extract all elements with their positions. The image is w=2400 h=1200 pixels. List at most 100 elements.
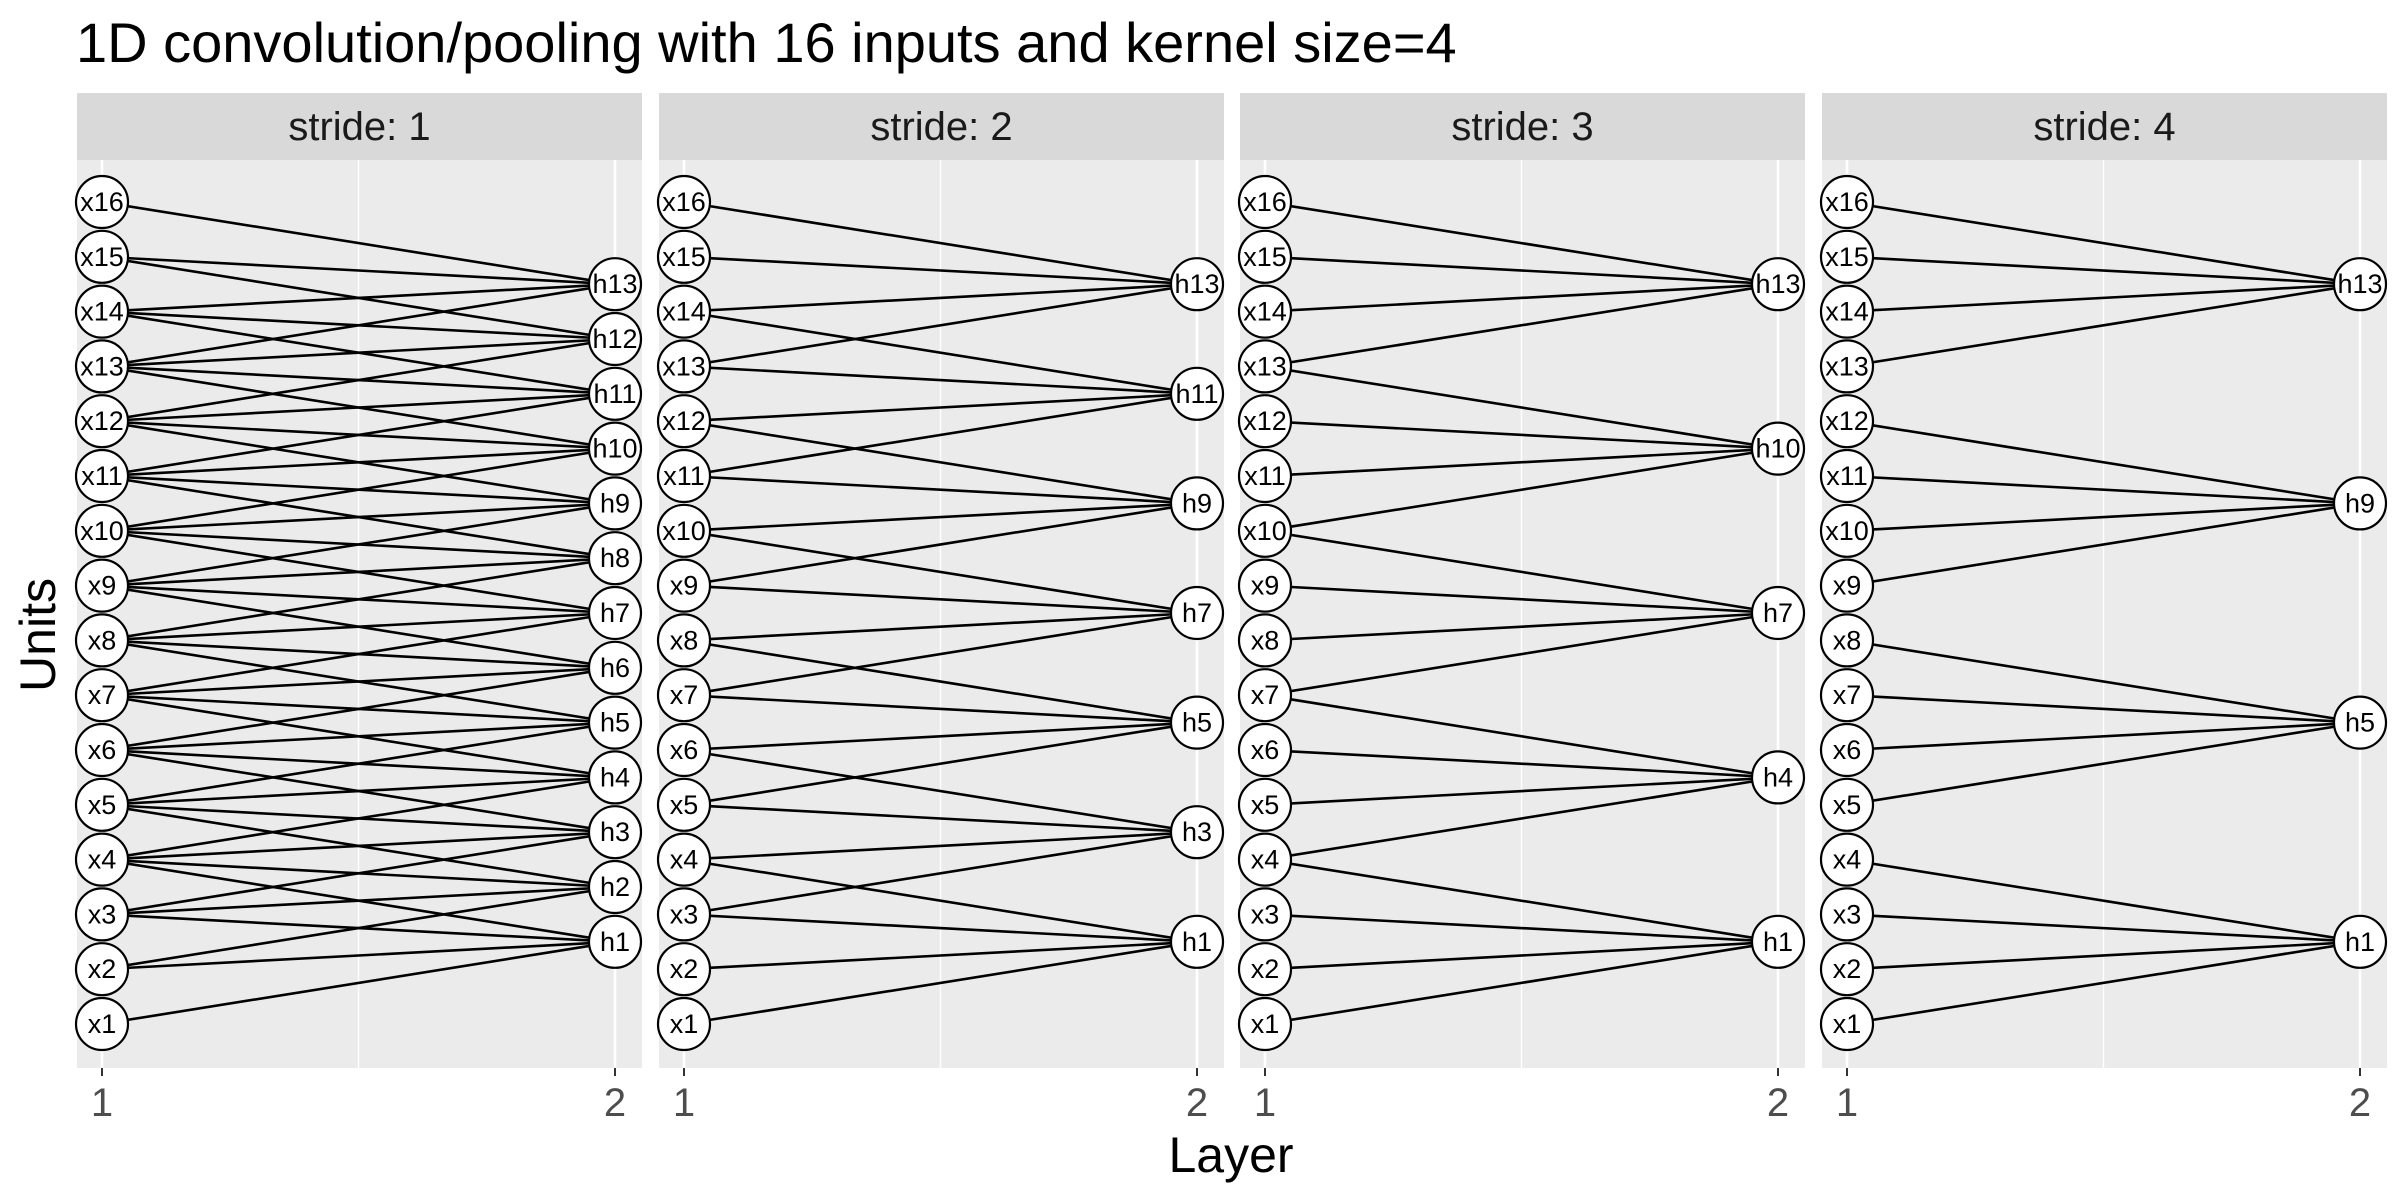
input-node-label: x3 (1251, 899, 1280, 929)
input-node (1237, 613, 1293, 668)
figure-title: 1D convolution/pooling with 16 inputs an… (76, 11, 1457, 74)
output-node (587, 421, 643, 476)
output-node-label: h11 (593, 379, 636, 409)
output-node (2332, 476, 2388, 531)
connection-edge (1846, 639, 2361, 724)
input-node-label: x6 (1833, 735, 1862, 765)
input-node (74, 777, 130, 832)
connection-edge (683, 639, 1198, 724)
input-node-label: x13 (1825, 351, 1869, 381)
input-node (74, 229, 130, 284)
input-node (74, 558, 130, 613)
connection-edge (1264, 365, 1779, 450)
input-node (1819, 613, 1875, 668)
output-node (587, 585, 643, 641)
output-node-label: h7 (1763, 598, 1793, 628)
connection-edge (683, 830, 1198, 916)
input-node-label: x4 (1833, 845, 1862, 875)
output-node (1750, 257, 1806, 312)
input-node-label: x7 (1833, 680, 1862, 710)
input-node (1819, 668, 1875, 723)
connection-edge (683, 858, 1198, 944)
connection-edge (683, 803, 1198, 834)
x-tick-label: 1 (1836, 1081, 1858, 1125)
input-node-label: x3 (670, 899, 699, 929)
input-node-label: x12 (1825, 406, 1869, 436)
input-node (1237, 722, 1293, 778)
connection-edge (1264, 447, 1779, 478)
output-node-label: h2 (600, 872, 630, 902)
facet-strip-label: stride: 2 (870, 105, 1012, 149)
connection-edge (683, 200, 1198, 286)
input-node-label: x13 (80, 351, 124, 381)
connection-edge (1846, 200, 2361, 286)
input-node (1237, 448, 1293, 504)
connection-edge (683, 611, 1198, 697)
input-node (74, 448, 130, 504)
connection-edge (1264, 776, 1779, 861)
input-node-label: x15 (80, 242, 124, 272)
output-node (1169, 695, 1225, 750)
input-node-label: x3 (88, 899, 117, 929)
output-node-label: h13 (1174, 269, 1219, 299)
output-node (587, 695, 643, 750)
input-node-label: x5 (1833, 790, 1862, 820)
input-node (656, 613, 712, 668)
input-node (1237, 503, 1293, 558)
connection-edge (683, 913, 1198, 944)
output-node-label: h4 (600, 762, 630, 792)
input-node-label: x15 (1243, 242, 1287, 272)
connection-edge (683, 310, 1198, 396)
x-axis-title: Layer (1168, 1127, 1293, 1183)
connection-edge (1264, 940, 1779, 1026)
connection-edge (1264, 858, 1779, 944)
x-tick-label: 2 (604, 1081, 626, 1125)
connection-edge (1846, 940, 2361, 971)
connection-edge (101, 721, 616, 752)
connection-edge (1846, 858, 2361, 944)
output-node (1169, 476, 1225, 531)
connection-edge (101, 611, 616, 642)
output-node-label: h7 (600, 598, 630, 628)
facet-panel: stride: 3x1x2x3x4x5x6x7x8x9x10x11x12x13x… (1237, 93, 1806, 1125)
input-node (1237, 229, 1293, 284)
output-node (587, 805, 643, 860)
connection-edge (101, 830, 616, 861)
input-node-label: x8 (1251, 625, 1280, 655)
output-node-label: h10 (592, 434, 637, 464)
input-node (74, 887, 130, 942)
connection-edge (1846, 282, 2361, 368)
input-node (1237, 668, 1293, 723)
connection-edge (683, 502, 1198, 587)
connection-edge (683, 392, 1198, 478)
output-node (1750, 750, 1806, 805)
input-node (1237, 339, 1293, 394)
output-node (587, 311, 643, 367)
connection-edge (101, 392, 616, 423)
input-node (74, 668, 130, 723)
connection-edge (1264, 748, 1779, 779)
input-node (656, 996, 712, 1052)
connection-edge (1264, 693, 1779, 779)
connection-edge (1846, 693, 2361, 724)
input-node-label: x15 (662, 242, 706, 272)
facet-strip-label: stride: 3 (1451, 105, 1593, 149)
connection-edge (683, 282, 1198, 368)
output-node-label: h4 (1763, 762, 1793, 792)
output-node (2332, 914, 2388, 969)
x-tick-label: 1 (1254, 1081, 1276, 1125)
output-node-label: h10 (1755, 434, 1800, 464)
input-node (1237, 394, 1293, 449)
connection-edge (1264, 447, 1779, 533)
input-node-label: x6 (670, 735, 699, 765)
connection-edge (101, 502, 616, 587)
connection-edge (1846, 282, 2361, 313)
output-node (587, 366, 643, 421)
input-node-label: x7 (88, 680, 117, 710)
connection-edge (1846, 255, 2361, 286)
y-axis-title: Units (10, 578, 66, 692)
output-node-label: h1 (1763, 927, 1793, 957)
facet-panel: stride: 1x1x2x3x4x5x6x7x8x9x10x11x12x13x… (74, 93, 643, 1125)
input-node (656, 174, 712, 230)
